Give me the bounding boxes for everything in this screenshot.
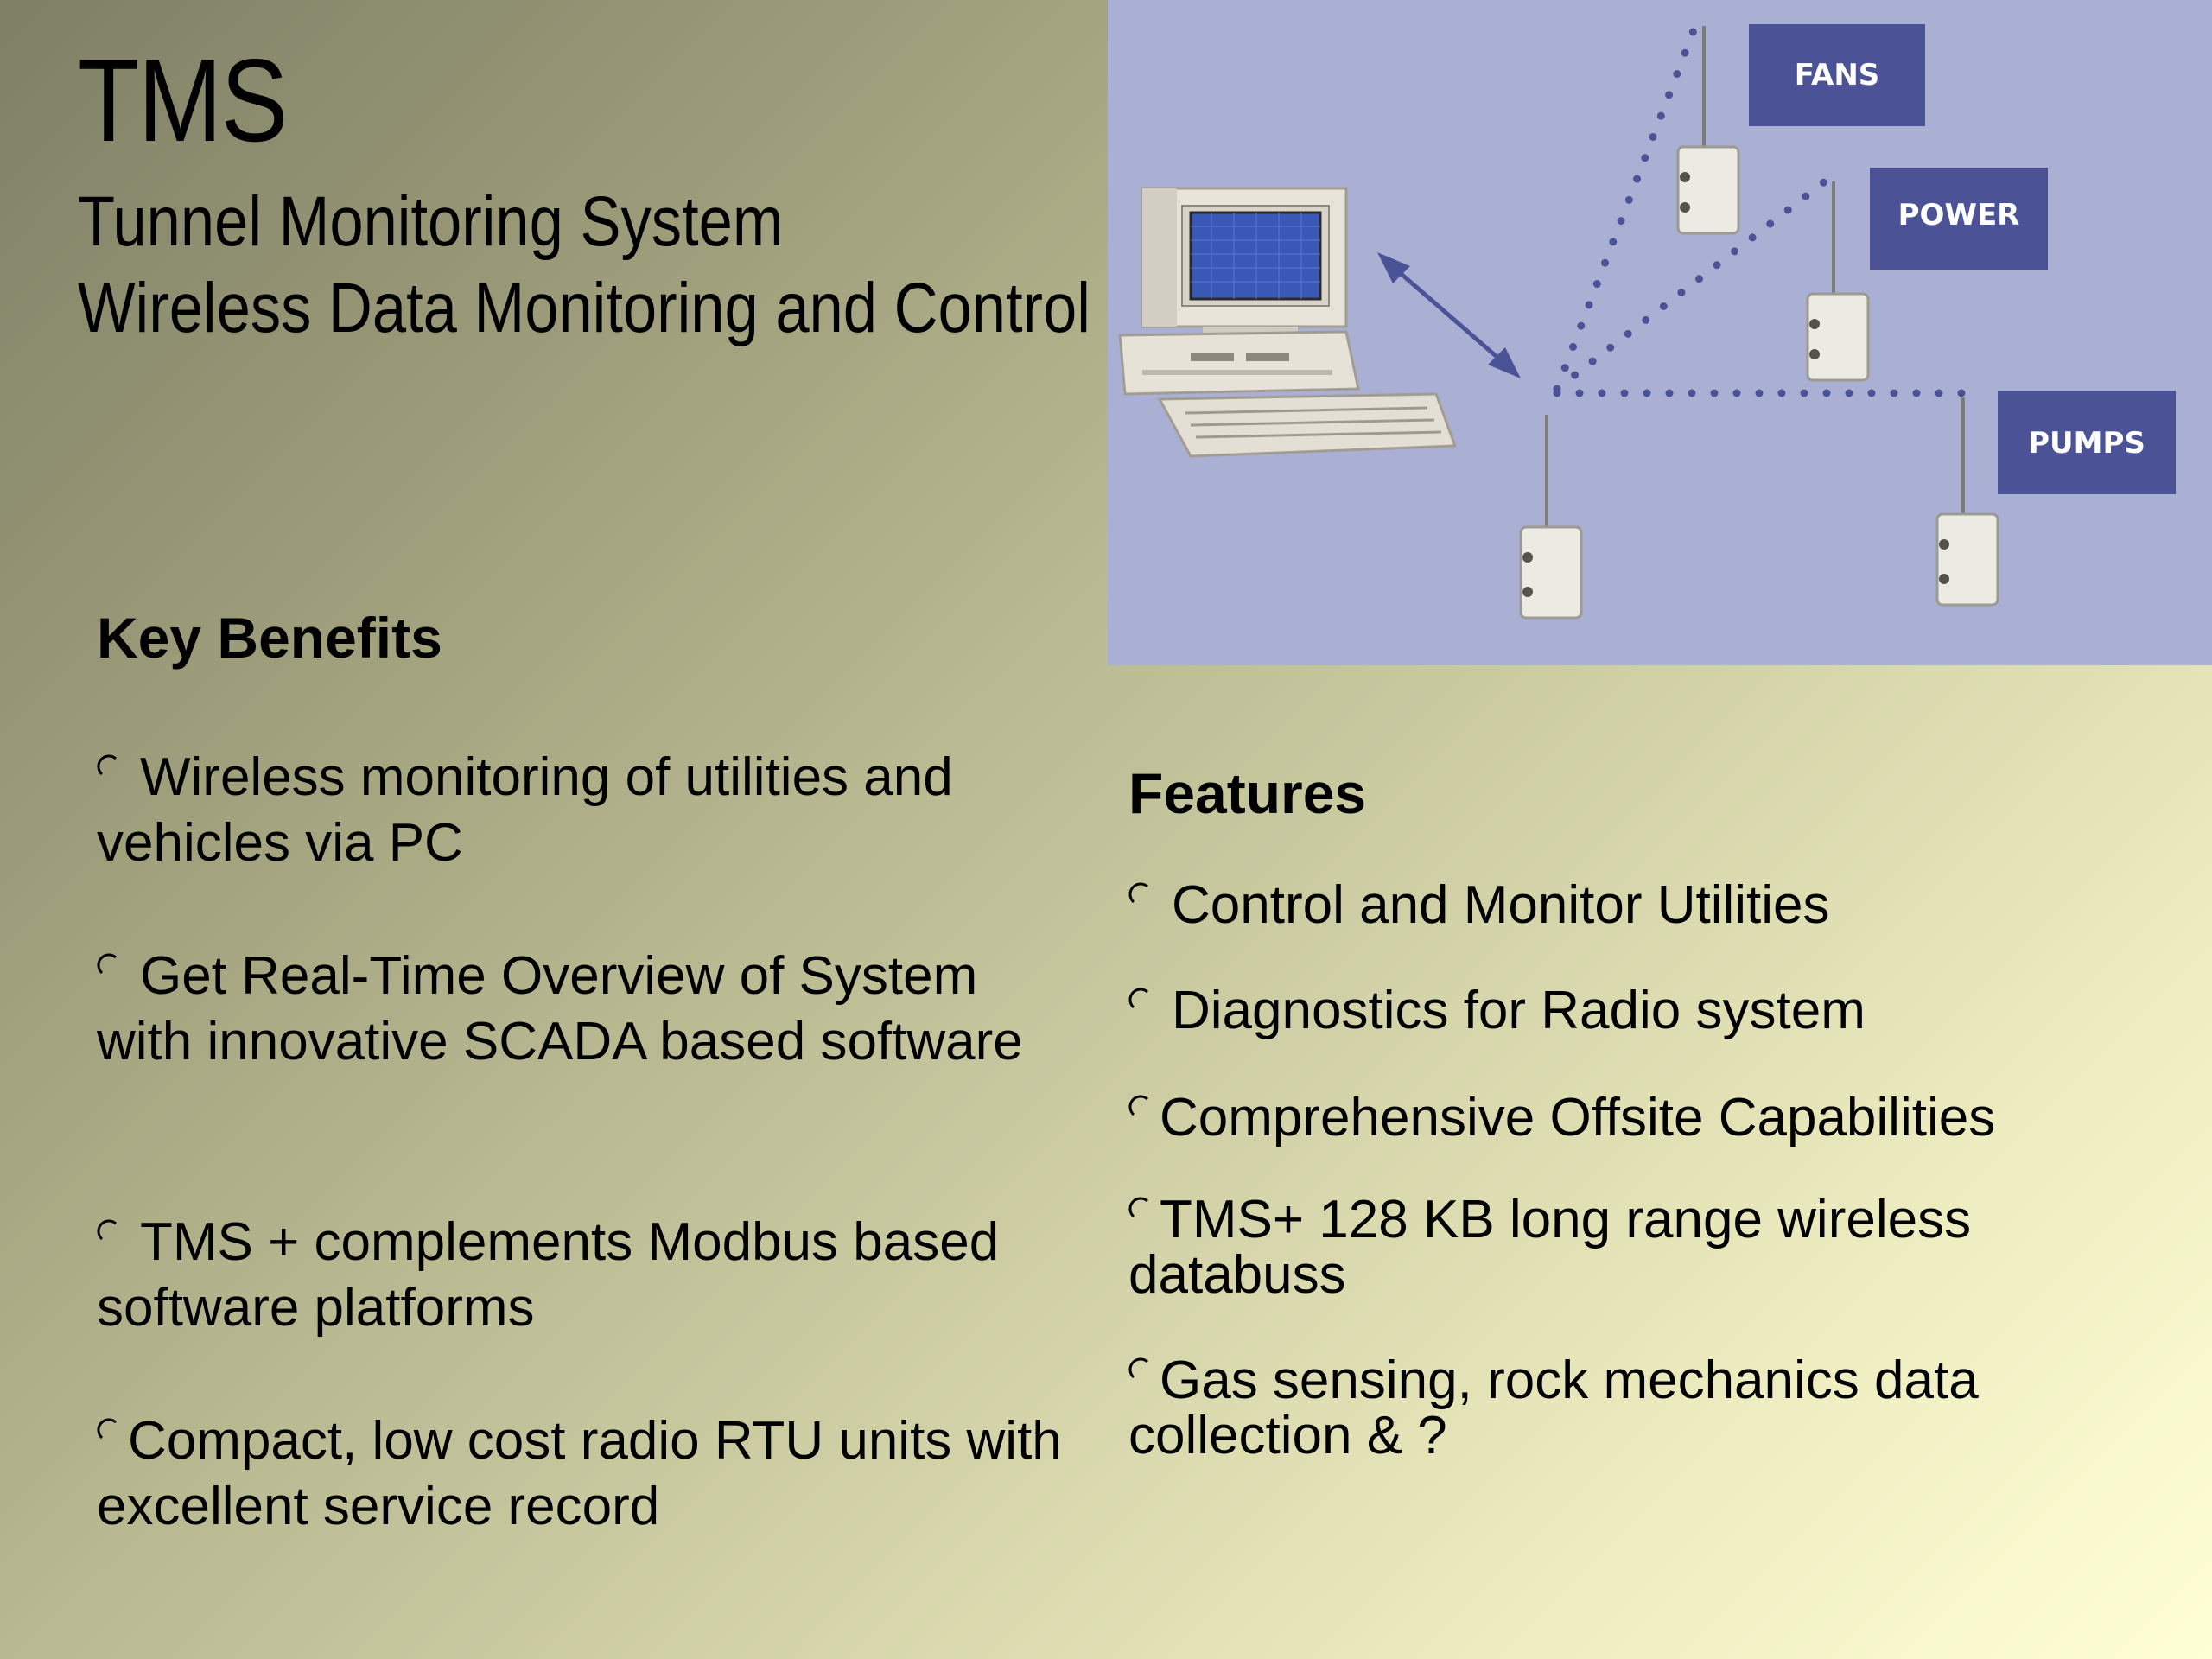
benefit-text: Get Real-Time Overview of System with in… xyxy=(97,946,1023,1071)
pumps-label-box: PUMPS xyxy=(1998,391,2176,494)
bullet-icon xyxy=(1128,1196,1154,1222)
power-label: POWER xyxy=(1898,198,2020,232)
power-label-box: POWER xyxy=(1870,168,2048,270)
feature-text: Control and Monitor Utilities xyxy=(1172,875,1830,935)
benefit-text: Wireless monitoring of utilities and veh… xyxy=(97,747,953,873)
feature-item: Diagnostics for Radio system xyxy=(1128,978,2183,1044)
rtu-unit-icon xyxy=(1676,26,1740,235)
features-heading: Features xyxy=(1128,761,1367,825)
benefit-item: TMS + complements Modbus based software … xyxy=(97,1210,1099,1341)
bullet-icon xyxy=(1128,1357,1154,1382)
pumps-label: PUMPS xyxy=(2028,426,2145,461)
fans-label-box: FANS xyxy=(1749,24,1925,126)
system-diagram: FANS POWER PUMPS xyxy=(1108,0,2212,665)
rtu-unit-icon xyxy=(1806,181,1870,382)
benefit-text: Compact, low cost radio RTU units with e… xyxy=(97,1411,1062,1536)
feature-item: Comprehensive Offsite Capabilities xyxy=(1128,1085,2200,1151)
feature-text: Gas sensing, rock mechanics data collect… xyxy=(1128,1351,1979,1465)
feature-item: Control and Monitor Utilities xyxy=(1128,873,2183,938)
radio-links xyxy=(1553,22,1976,397)
feature-text: TMS+ 128 KB long range wireless databuss xyxy=(1128,1190,1972,1305)
feature-text: Diagnostics for Radio system xyxy=(1172,981,1866,1040)
benefit-item: Wireless monitoring of utilities and veh… xyxy=(97,745,1065,876)
bullet-icon xyxy=(1128,881,1154,907)
rtu-unit-icon xyxy=(1936,397,1999,607)
bullet-icon xyxy=(1128,1094,1154,1120)
benefit-item: Get Real-Time Overview of System with in… xyxy=(97,944,1065,1075)
bullet-icon xyxy=(97,1218,123,1244)
feature-item: Gas sensing, rock mechanics data collect… xyxy=(1128,1353,2183,1464)
fans-label: FANS xyxy=(1795,58,1880,92)
title-block: TMS xyxy=(78,41,321,159)
bullet-icon xyxy=(1128,987,1154,1013)
key-benefits-heading: Key Benefits xyxy=(97,606,442,670)
bullet-icon xyxy=(97,952,123,978)
benefit-text: TMS + complements Modbus based software … xyxy=(97,1212,1000,1338)
benefit-item: Compact, low cost radio RTU units with e… xyxy=(97,1408,1065,1540)
link-arrow-icon xyxy=(1377,252,1521,378)
rtu-unit-icon xyxy=(1519,415,1583,620)
bullet-icon xyxy=(97,1417,123,1443)
feature-item: TMS+ 128 KB long range wireless databuss xyxy=(1128,1192,2183,1303)
computer-icon xyxy=(1118,187,1458,458)
bullet-icon xyxy=(97,753,123,779)
feature-text: Comprehensive Offsite Capabilities xyxy=(1160,1088,1996,1147)
page-title: TMS xyxy=(78,35,288,166)
page-subtitle-1: Tunnel Monitoring System xyxy=(78,182,784,261)
page-subtitle-2: Wireless Data Monitoring and Control xyxy=(78,269,1090,347)
